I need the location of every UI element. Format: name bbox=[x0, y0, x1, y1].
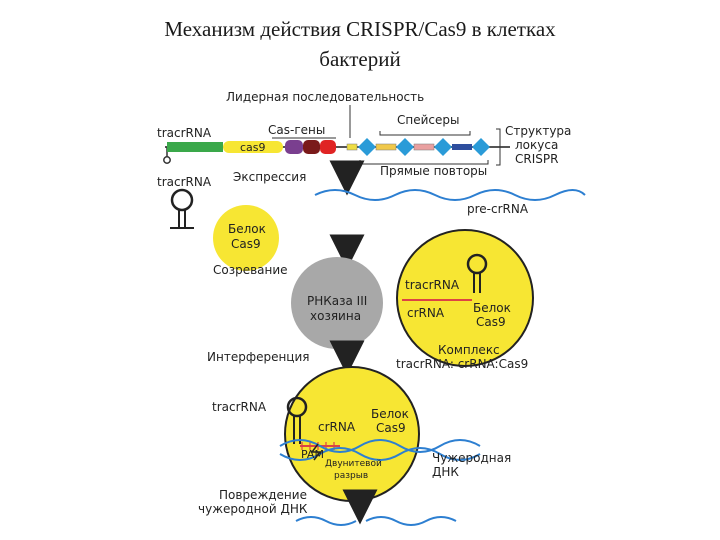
expression-stage: tracrRNA Экспрессия pre-crRNA Белок Cas9 bbox=[157, 160, 586, 271]
complex-tracr-label: tracrRNA bbox=[405, 278, 460, 292]
crispr-locus: Лидерная последовательность tracrRNA Cas… bbox=[157, 90, 571, 178]
maturation-label: Созревание bbox=[213, 263, 288, 277]
foreign-dna-label-1: Чужеродная bbox=[432, 451, 511, 465]
complex-crrna-label: crRNA bbox=[407, 306, 445, 320]
foreign-dna-strand-top bbox=[279, 439, 481, 453]
interference-label: Интерференция bbox=[207, 350, 310, 364]
direct-repeat-1 bbox=[358, 138, 376, 156]
csn2-gene-segment bbox=[320, 140, 336, 154]
cas9-protein-label-2: Cas9 bbox=[231, 237, 261, 251]
spacer-2 bbox=[413, 143, 435, 151]
pam-label: PAM bbox=[301, 448, 324, 461]
spacers-label: Спейсеры bbox=[397, 113, 459, 127]
direct-repeat-2 bbox=[396, 138, 414, 156]
cas9-protein-label-1: Белок bbox=[228, 222, 266, 236]
cas9-protein bbox=[213, 205, 279, 271]
tracr-crrna-cas9-complex bbox=[396, 229, 534, 367]
locus-tracr-label: tracrRNA bbox=[157, 126, 212, 140]
rnase-label-1: РНКаза III bbox=[307, 294, 367, 308]
double-strand-break-label-1: Двунитевой bbox=[325, 459, 382, 469]
cas9-gene-segment bbox=[223, 141, 283, 153]
cas1-gene-segment bbox=[285, 140, 303, 154]
interference-protein-label-2: Cas9 bbox=[376, 421, 406, 435]
interference-crrna-label: crRNA bbox=[318, 420, 356, 434]
spacer-1 bbox=[375, 143, 397, 151]
interference-protein-label-1: Белок bbox=[371, 407, 409, 421]
complex-protein-label-1: Белок bbox=[473, 301, 511, 315]
locus-structure-bracket bbox=[496, 128, 501, 166]
cleaved-dna-fragment-2 bbox=[365, 516, 457, 526]
locus-structure-label-2: локуса bbox=[515, 138, 558, 152]
cas2-gene-segment bbox=[303, 140, 320, 154]
locus-structure-label-1: Структура bbox=[505, 124, 571, 138]
pre-crrna-label: pre-crRNA bbox=[467, 202, 529, 216]
complex-label-1: Комплекс bbox=[438, 343, 500, 357]
cas9-gene-label: cas9 bbox=[240, 141, 266, 154]
promoter-symbol bbox=[163, 156, 171, 164]
rnase-label-2: хозяина bbox=[310, 309, 361, 323]
diagram-title: Механизм действия CRISPR/Cas9 в клетках … bbox=[0, 14, 720, 74]
title-line-1: Механизм действия CRISPR/Cas9 в клетках bbox=[164, 17, 556, 41]
tracr-hairpin-loop bbox=[170, 188, 194, 212]
complex-label-2: tracrRNA: crRNA:Cas9 bbox=[396, 357, 528, 371]
leader-segment bbox=[346, 143, 358, 151]
maturation-stage: Созревание РНКаза III хозяина tracrRNA c… bbox=[213, 229, 534, 371]
direct-repeat-3 bbox=[434, 138, 452, 156]
tracr-gene-segment bbox=[167, 142, 223, 152]
pre-crrna-strand bbox=[314, 189, 586, 201]
expression-tracr-label: tracrRNA bbox=[157, 175, 212, 189]
spacers-bracket bbox=[379, 131, 471, 136]
damage-label-2: чужеродной ДНК bbox=[198, 502, 308, 516]
double-strand-break-label-2: разрыв bbox=[334, 471, 368, 481]
cleaved-dna-fragment-1 bbox=[295, 516, 357, 526]
damage-stage: Повреждение чужеродной ДНК bbox=[198, 488, 457, 526]
direct-repeat-4 bbox=[472, 138, 490, 156]
cas-genes-label: Cas-гены bbox=[268, 123, 325, 137]
complex-protein-label-2: Cas9 bbox=[476, 315, 506, 329]
locus-structure-label-3: CRISPR bbox=[515, 152, 558, 166]
title-line-2: бактерий bbox=[319, 47, 401, 71]
leader-sequence-label: Лидерная последовательность bbox=[226, 90, 424, 104]
damage-label-1: Повреждение bbox=[219, 488, 307, 502]
interference-tracr-loop bbox=[286, 396, 308, 418]
direct-repeats-label: Прямые повторы bbox=[380, 164, 487, 178]
host-rnase-iii bbox=[291, 257, 383, 349]
interference-tracr-label: tracrRNA bbox=[212, 400, 267, 414]
interference-stage: Интерференция tracrRNA Белок crRNA Cas9 … bbox=[207, 340, 511, 502]
complex-tracr-loop bbox=[466, 253, 488, 275]
spacer-3 bbox=[452, 144, 472, 150]
foreign-dna-label-2: ДНК bbox=[432, 465, 459, 479]
break-symbol bbox=[310, 443, 322, 461]
expression-label: Экспрессия bbox=[233, 170, 306, 184]
